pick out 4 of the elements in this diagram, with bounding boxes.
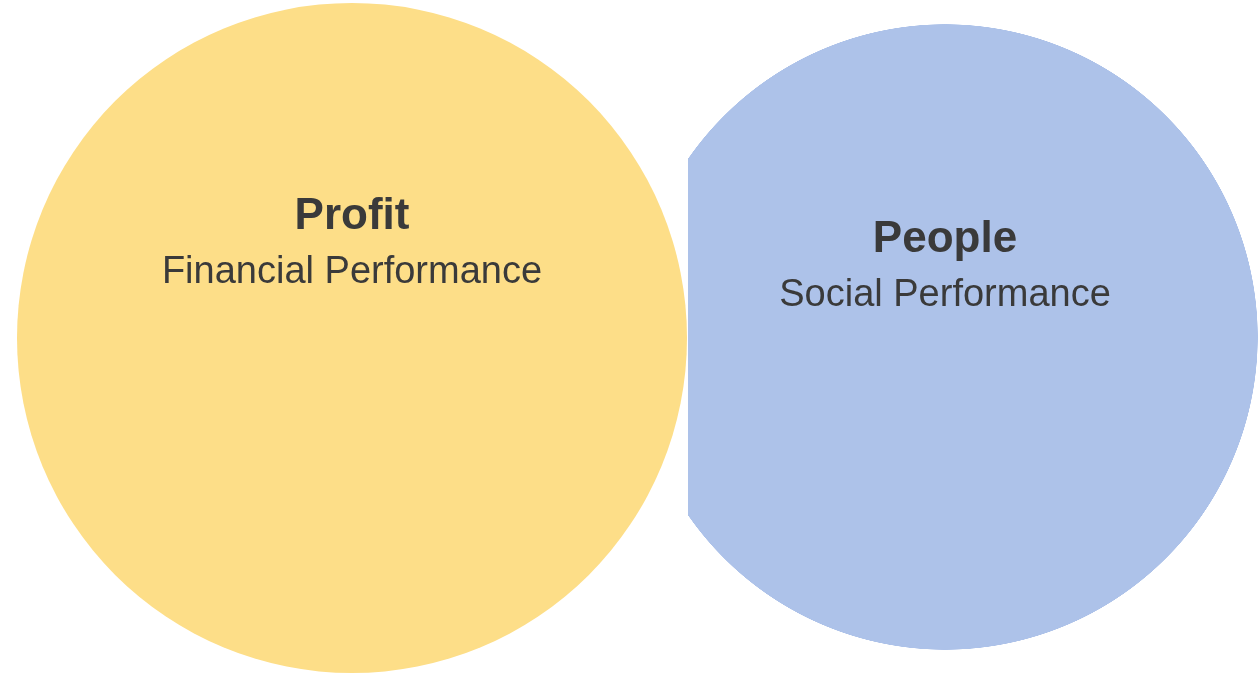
circle-subtitle: Social Performance <box>779 272 1111 314</box>
circle-title: People <box>872 212 1018 261</box>
circle-title: Profit <box>294 189 410 238</box>
circle-subtitle: Financial Performance <box>161 249 543 291</box>
